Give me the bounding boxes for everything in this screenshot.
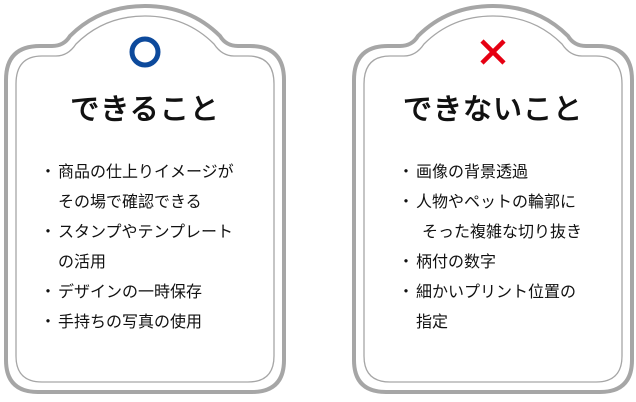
list-item: ・ 柄付の数字 (398, 247, 582, 277)
list-item: ・ 手持ちの写真の使用 (40, 307, 234, 337)
list-item-text: 商品の仕上りイメージが (58, 162, 234, 181)
bullet: ・ (398, 252, 415, 271)
list-item-text: その場で確認できる (58, 192, 202, 211)
bullet: ・ (40, 222, 57, 241)
bullet: ・ (398, 192, 415, 211)
can-do-list: ・ 商品の仕上りイメージが その場で確認できる ・ スタンプやテンプレート の活… (40, 157, 234, 337)
cannot-mark (348, 36, 636, 68)
can-do-card: できること ・ 商品の仕上りイメージが その場で確認できる ・ スタンプやテンプ… (0, 0, 290, 402)
list-item-text: 画像の背景透過 (416, 162, 529, 181)
cannot-do-card: できないこと ・ 画像の背景透過 ・ 人物やペットの輪郭に そった複雑な切り抜き… (348, 0, 636, 402)
list-item-text: デザインの一時保存 (58, 282, 203, 301)
list-item-text: そった複雑な切り抜き (422, 222, 583, 241)
list-item-text: の活用 (58, 252, 107, 271)
list-item: ・ デザインの一時保存 (40, 277, 234, 307)
list-item: ・ 細かいプリント位置の 指定 (398, 277, 582, 337)
card-frame (352, 3, 634, 394)
cannot-do-list: ・ 画像の背景透過 ・ 人物やペットの輪郭に そった複雑な切り抜き ・ 柄付の数… (398, 157, 582, 337)
bullet: ・ (398, 162, 415, 181)
card-frame (4, 3, 286, 394)
list-item-text: 指定 (416, 312, 449, 331)
list-item: ・ スタンプやテンプレート の活用 (40, 217, 234, 277)
list-item-text: 手持ちの写真の使用 (58, 312, 203, 331)
circle-icon (129, 36, 161, 68)
bullet: ・ (40, 312, 57, 331)
card-title: できること (70, 92, 220, 126)
list-item-text: スタンプやテンプレート (58, 222, 234, 241)
list-item-text: 柄付の数字 (416, 252, 497, 271)
bullet: ・ (40, 162, 57, 181)
list-item-text: 人物やペットの輪郭に (416, 192, 577, 211)
card-title: できないこと (402, 92, 583, 126)
can-mark (0, 36, 290, 68)
list-item: ・ 商品の仕上りイメージが その場で確認できる (40, 157, 234, 217)
list-item: ・ 画像の背景透過 (398, 157, 582, 187)
cross-icon (480, 39, 506, 65)
bullet: ・ (398, 282, 415, 301)
bullet: ・ (40, 282, 57, 301)
list-item: ・ 人物やペットの輪郭に そった複雑な切り抜き (398, 187, 582, 247)
list-item-text: 細かいプリント位置の (416, 282, 577, 301)
